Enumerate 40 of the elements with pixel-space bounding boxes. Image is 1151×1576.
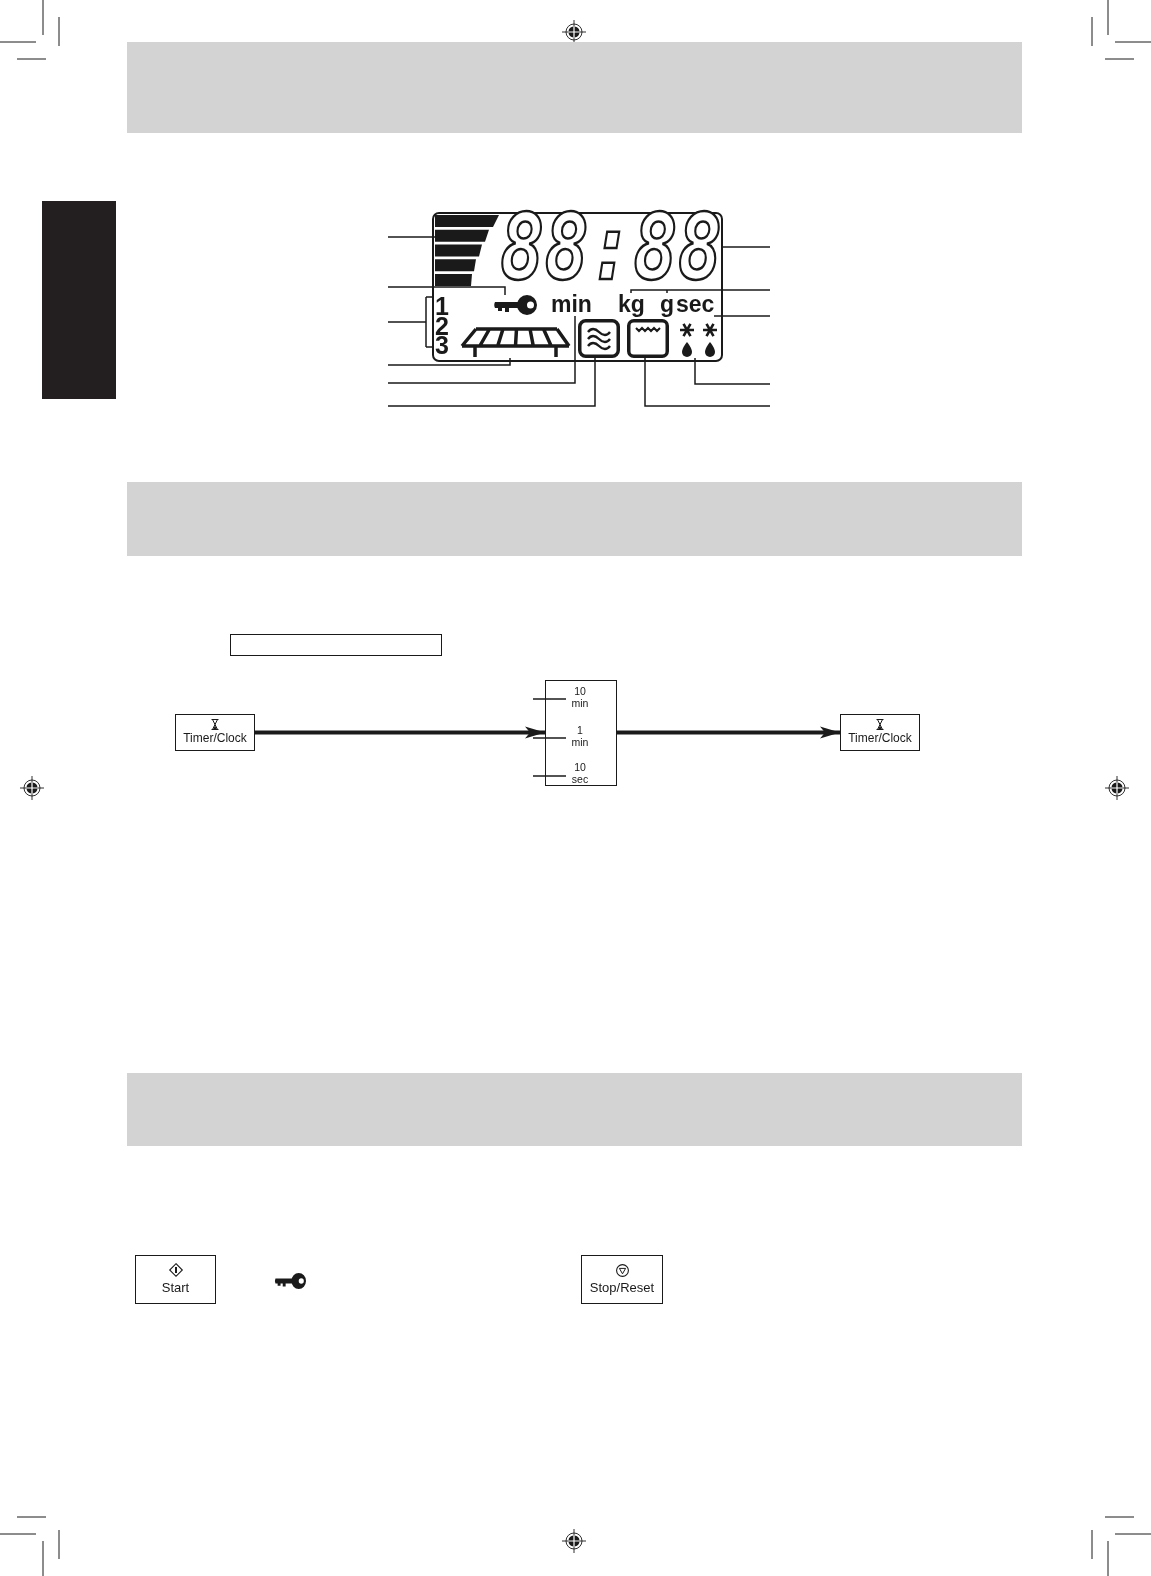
unit-label: sec bbox=[676, 292, 715, 316]
heading-band bbox=[127, 482, 1022, 556]
stage-number: 2 bbox=[435, 316, 450, 336]
unit-label: g bbox=[659, 292, 674, 316]
leader-line bbox=[532, 737, 567, 739]
key-icon bbox=[493, 295, 537, 315]
leader-line bbox=[387, 357, 511, 366]
leader-line bbox=[713, 315, 771, 317]
power-level-bars bbox=[435, 215, 499, 286]
timer-clock-button: Timer/Clock bbox=[175, 714, 255, 751]
timer-clock-button: Timer/Clock bbox=[840, 714, 920, 751]
time-label: 10 min bbox=[566, 685, 594, 709]
button-panel bbox=[545, 680, 617, 786]
oven-icon bbox=[627, 319, 669, 358]
time-label: 10 sec bbox=[566, 761, 594, 785]
leader-line bbox=[694, 357, 771, 385]
leader-line bbox=[387, 315, 576, 384]
heading-band bbox=[127, 1073, 1022, 1146]
unit-label: kg bbox=[618, 292, 645, 316]
time-label: 1 min bbox=[566, 724, 594, 748]
arrow bbox=[255, 726, 545, 739]
heading-band bbox=[127, 42, 1022, 133]
stage-number: 3 bbox=[435, 336, 450, 356]
leader-line bbox=[387, 286, 506, 296]
leader-line bbox=[721, 246, 771, 248]
start-button: Start bbox=[135, 1255, 216, 1304]
microwave-icon bbox=[578, 319, 620, 358]
leader-line bbox=[387, 296, 435, 348]
leader-line bbox=[532, 698, 567, 700]
leader-line bbox=[644, 357, 771, 407]
arrow bbox=[617, 726, 840, 739]
leader-line bbox=[630, 289, 771, 294]
grill-icon bbox=[460, 326, 571, 358]
stop-reset-button: Stop/Reset bbox=[581, 1255, 663, 1304]
leader-line bbox=[387, 236, 436, 238]
leader-line bbox=[387, 357, 596, 407]
side-tab bbox=[42, 201, 116, 399]
stage-number: 1 bbox=[435, 297, 450, 317]
unit-label: min bbox=[551, 292, 592, 316]
leader-line bbox=[532, 775, 567, 777]
